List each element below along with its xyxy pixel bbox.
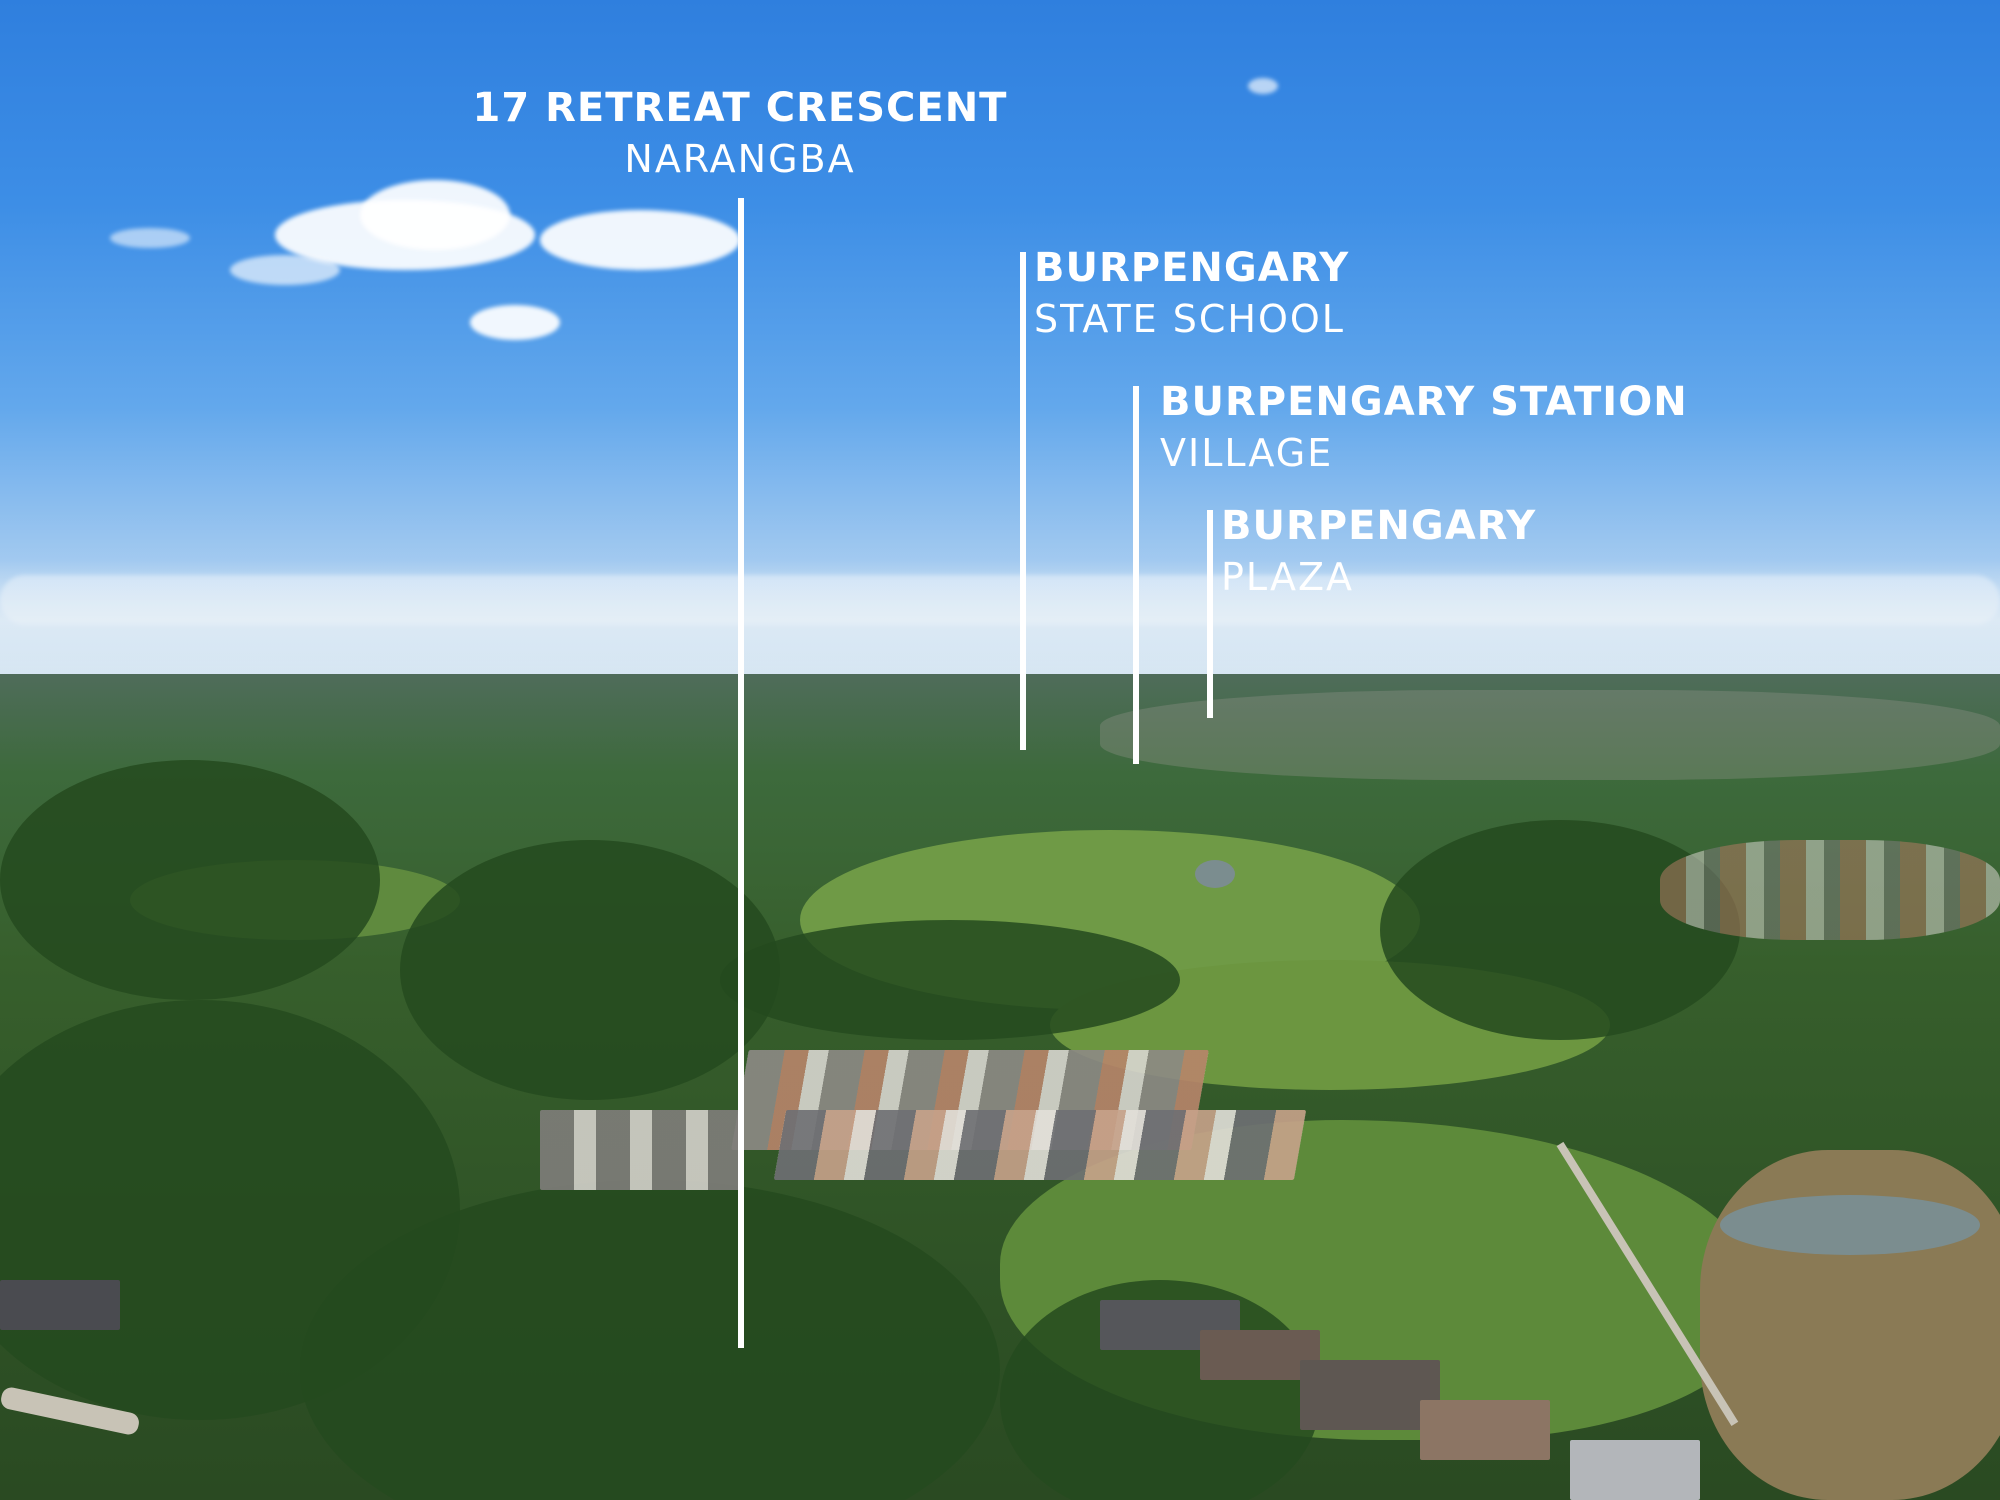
tree-cluster	[400, 840, 780, 1100]
house-row	[1660, 840, 2000, 940]
label-title: BURPENGARY	[1221, 503, 1537, 549]
callout-line-station-village	[1133, 386, 1139, 764]
label-subtitle: VILLAGE	[1160, 431, 1334, 475]
label-plaza: BURPENGARY PLAZA	[1221, 500, 1536, 602]
label-retreat-crescent: 17 RETREAT CRESCENT NARANGBA	[440, 82, 1040, 184]
house	[540, 1110, 740, 1190]
cloud	[110, 228, 190, 248]
tree-cluster	[300, 1180, 1000, 1500]
distant-suburb	[1100, 690, 2000, 780]
callout-line-state-school	[1020, 252, 1026, 750]
callout-line-plaza	[1207, 510, 1213, 718]
label-station-village: BURPENGARY STATION VILLAGE	[1160, 376, 1688, 478]
horizon-haze	[0, 560, 2000, 680]
tree-cluster	[1380, 820, 1740, 1040]
house	[0, 1280, 120, 1330]
house	[1300, 1360, 1440, 1430]
cloud	[540, 210, 740, 270]
label-title: 17 RETREAT CRESCENT	[472, 85, 1008, 131]
label-subtitle: PLAZA	[1221, 555, 1354, 599]
cloud	[470, 305, 560, 340]
cloud	[230, 255, 340, 285]
tree-cluster	[720, 920, 1180, 1040]
label-title: BURPENGARY	[1034, 245, 1350, 291]
cloud	[1248, 78, 1278, 94]
house	[1570, 1440, 1700, 1500]
callout-line-retreat-crescent	[738, 198, 744, 1348]
label-title: BURPENGARY STATION	[1160, 379, 1688, 425]
pond	[1720, 1195, 1980, 1255]
house	[773, 1110, 1307, 1180]
label-subtitle: STATE SCHOOL	[1034, 297, 1345, 341]
creek	[1195, 860, 1235, 888]
label-state-school: BURPENGARY STATE SCHOOL	[1034, 242, 1349, 344]
label-subtitle: NARANGBA	[624, 137, 856, 181]
house	[1420, 1400, 1550, 1460]
tree-cluster	[0, 760, 380, 1000]
cloud	[360, 180, 510, 250]
